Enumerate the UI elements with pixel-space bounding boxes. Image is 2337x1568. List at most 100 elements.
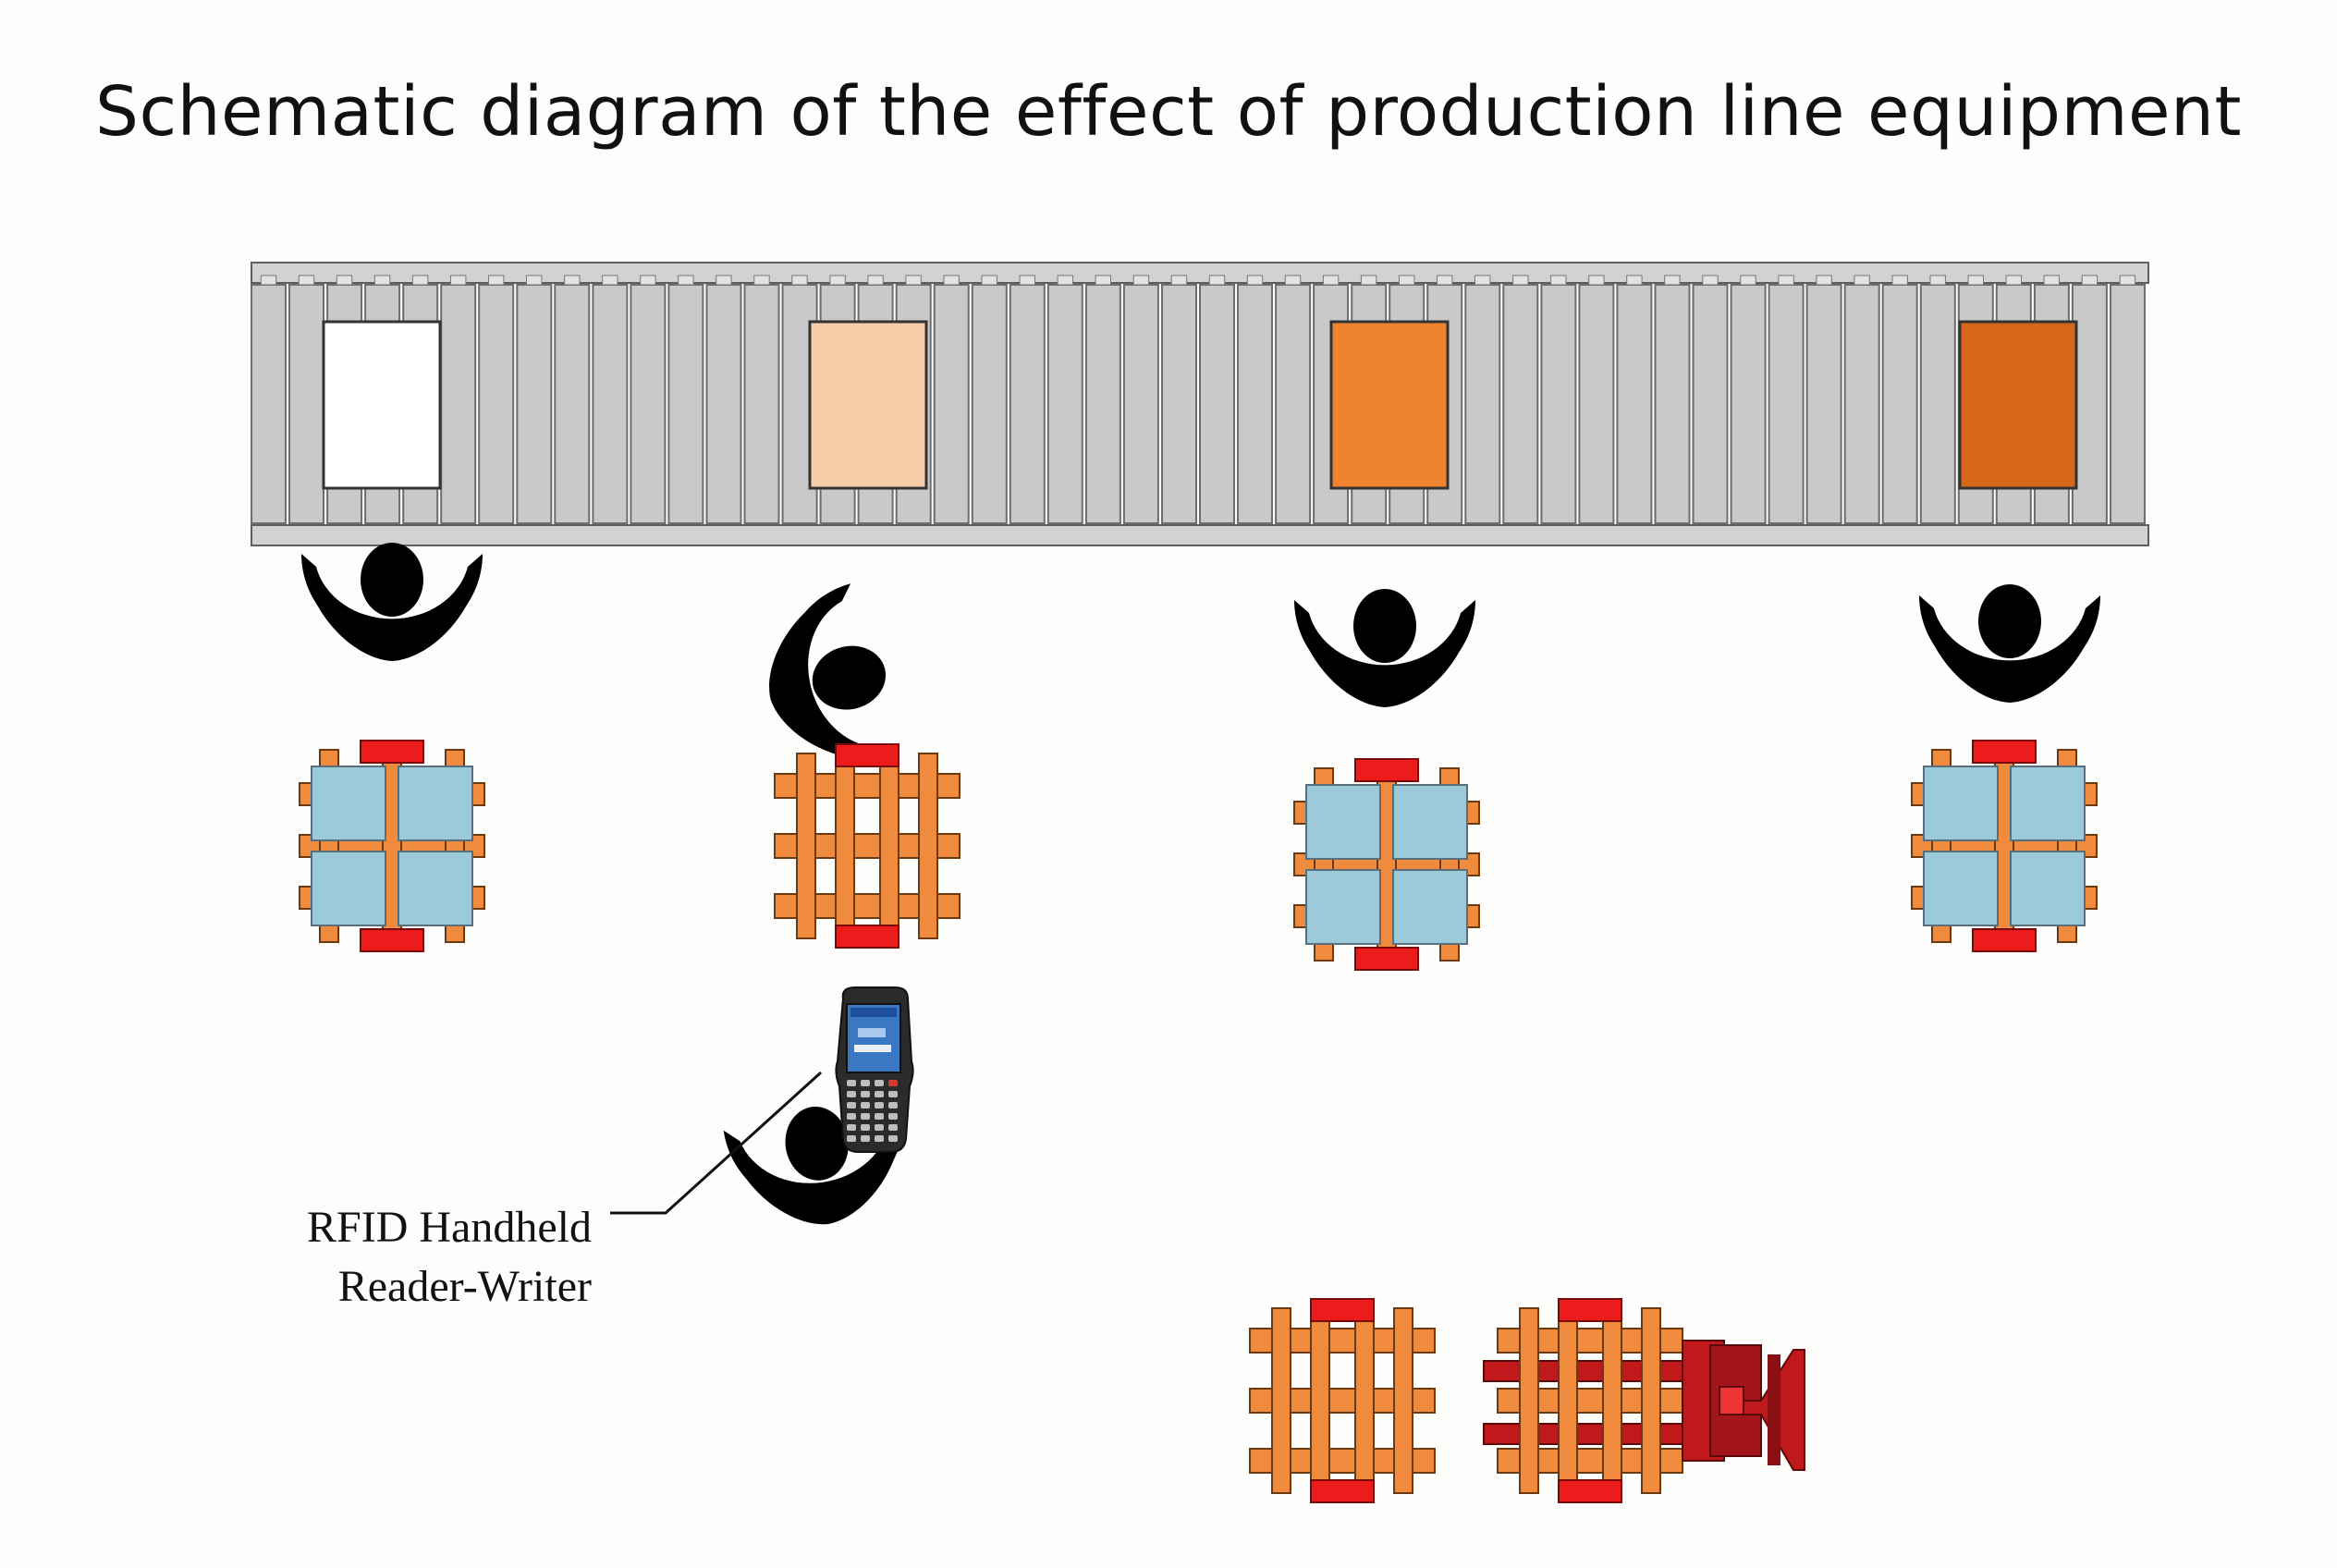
- conveyor-roller-cap: [1208, 275, 1226, 286]
- conveyor-roller-cap: [1854, 275, 1870, 286]
- conveyor-roller-cap: [1322, 275, 1340, 286]
- conveyor-box-stage-3: [1329, 320, 1450, 490]
- conveyor-roller-cap: [298, 275, 315, 286]
- conveyor-roller: [1237, 284, 1273, 524]
- conveyor-roller: [1730, 284, 1767, 524]
- worker-figure: [301, 543, 483, 661]
- conveyor-roller-cap: [1702, 275, 1719, 286]
- conveyor-roller: [1692, 284, 1729, 524]
- conveyor-roller-cap: [1664, 275, 1681, 286]
- conveyor-roller: [743, 284, 780, 524]
- conveyor-roller: [1464, 284, 1501, 524]
- conveyor-roller-cap: [2005, 275, 2023, 286]
- conveyor-roller: [592, 284, 629, 524]
- conveyor-roller-cap: [260, 275, 277, 286]
- conveyor-roller: [288, 284, 324, 524]
- conveyor-rollers: [251, 275, 2146, 524]
- pallet-empty: [774, 743, 960, 949]
- pallet-jack-icon: [1483, 1298, 1805, 1503]
- conveyor-roller: [705, 284, 742, 524]
- conveyor-bottom-rail: [251, 524, 2149, 546]
- conveyor-roller-cap: [1246, 275, 1264, 286]
- conveyor-belt: [251, 262, 2149, 546]
- conveyor-roller-cap: [2043, 275, 2061, 286]
- conveyor-roller: [1919, 284, 1956, 524]
- conveyor-roller-cap: [1284, 275, 1302, 286]
- worker-figure: [1294, 589, 1475, 707]
- pallet-empty: [1249, 1298, 1436, 1503]
- conveyor-roller-cap: [1588, 275, 1605, 286]
- conveyor-roller-cap: [1891, 275, 1908, 286]
- conveyor-roller-cap: [1399, 275, 1415, 286]
- reader-keypad: [847, 1080, 898, 1142]
- reader-key: [875, 1102, 884, 1109]
- conveyor-roller: [478, 284, 515, 524]
- reader-key: [888, 1091, 898, 1097]
- conveyor-roller: [1654, 284, 1691, 524]
- conveyor-roller-cap: [1360, 275, 1377, 286]
- conveyor-roller-cap: [2119, 275, 2136, 286]
- conveyor-roller-cap: [1626, 275, 1643, 286]
- pallet-loaded: [299, 740, 485, 952]
- diagram-title: Schematic diagram of the effect of produ…: [95, 72, 2242, 152]
- conveyor-roller: [1009, 284, 1046, 524]
- reader-key: [888, 1113, 898, 1120]
- reader-key: [861, 1135, 870, 1142]
- pallet-loaded: [1293, 758, 1480, 971]
- conveyor-roller-cap: [411, 275, 429, 286]
- conveyor-roller-cap: [488, 275, 505, 286]
- conveyor-roller-cap: [1095, 275, 1111, 286]
- conveyor-roller-cap: [1512, 275, 1529, 286]
- conveyor-roller-cap: [564, 275, 581, 286]
- conveyor-box-stage-1: [322, 320, 442, 490]
- pallet-loaded: [1911, 740, 2098, 952]
- conveyor-roller-cap: [373, 275, 391, 286]
- conveyor-roller-cap: [943, 275, 960, 286]
- reader-key: [847, 1124, 856, 1131]
- device-label-leader-line: [610, 1071, 823, 1215]
- conveyor-roller: [1046, 284, 1083, 524]
- conveyor-roller: [1805, 284, 1842, 524]
- conveyor-roller: [440, 284, 477, 524]
- conveyor-roller-cap: [526, 275, 543, 286]
- conveyor-roller: [1768, 284, 1805, 524]
- conveyor-roller-cap: [791, 275, 808, 286]
- conveyor-roller-cap: [1437, 275, 1453, 286]
- conveyor-roller-cap: [1778, 275, 1794, 286]
- conveyor-roller: [1578, 284, 1615, 524]
- conveyor-roller-cap: [867, 275, 884, 286]
- conveyor-roller: [971, 284, 1008, 524]
- conveyor-box-stage-2: [808, 320, 928, 490]
- conveyor-roller-cap: [1132, 275, 1150, 286]
- conveyor-roller: [1275, 284, 1312, 524]
- reader-key: [847, 1091, 856, 1097]
- conveyor-roller-cap: [336, 275, 353, 286]
- conveyor-roller: [1084, 284, 1121, 524]
- conveyor-roller: [933, 284, 970, 524]
- conveyor-roller: [2110, 284, 2146, 524]
- device-label-line-2: Reader-Writer: [337, 1262, 592, 1311]
- reader-key: [875, 1113, 884, 1120]
- conveyor-roller: [1540, 284, 1577, 524]
- reader-key: [861, 1113, 870, 1120]
- conveyor-roller: [1122, 284, 1159, 524]
- reader-key: [861, 1091, 870, 1097]
- conveyor-roller: [1881, 284, 1918, 524]
- conveyor-roller: [516, 284, 553, 524]
- conveyor-roller-cap: [450, 275, 467, 286]
- conveyor-roller: [1502, 284, 1539, 524]
- conveyor-roller-cap: [1816, 275, 1832, 286]
- reader-key: [847, 1113, 856, 1120]
- conveyor-roller-cap: [1019, 275, 1035, 286]
- conveyor-roller-cap: [829, 275, 846, 286]
- conveyor-roller-cap: [1929, 275, 1946, 286]
- conveyor-roller: [1843, 284, 1880, 524]
- reader-key: [888, 1102, 898, 1109]
- reader-key: [847, 1102, 856, 1109]
- reader-key: [875, 1080, 884, 1086]
- reader-key: [861, 1124, 870, 1131]
- conveyor-roller-cap: [753, 275, 770, 286]
- conveyor-roller: [667, 284, 704, 524]
- conveyor-roller: [554, 284, 591, 524]
